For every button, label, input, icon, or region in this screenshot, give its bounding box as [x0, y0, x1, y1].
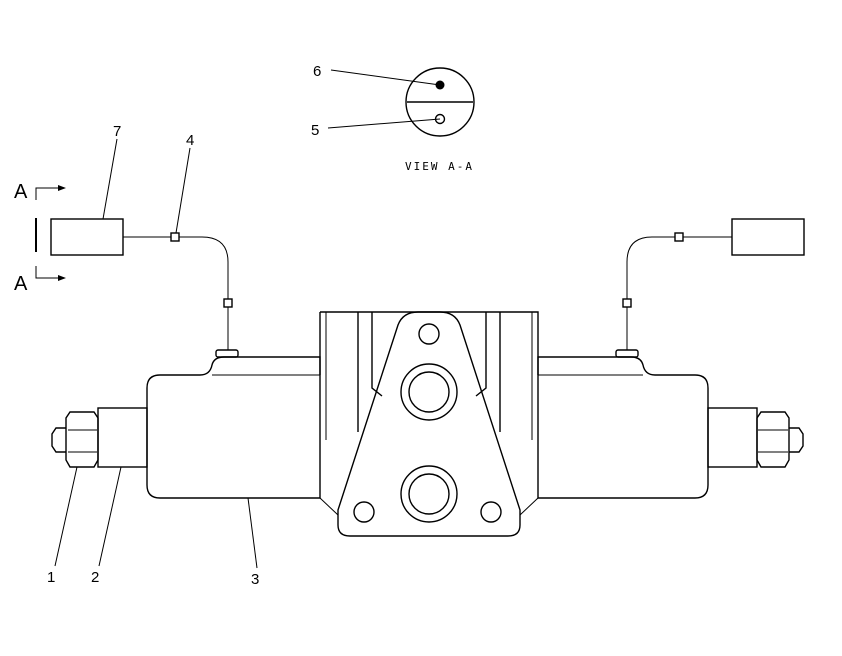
- right-wire-b: [626, 236, 675, 299]
- left-coil-housing: [146, 356, 321, 499]
- callout-5: 5: [311, 122, 319, 139]
- plate-fillet-left: [319, 497, 339, 516]
- callout-7: 7: [113, 123, 121, 140]
- upper-port-inner: [408, 371, 450, 413]
- callout-4: 4: [186, 132, 194, 149]
- left-mount-hole: [353, 501, 375, 523]
- section-arrow-top: [35, 187, 60, 200]
- leader-4: [175, 147, 191, 234]
- section-mark: A A: [14, 181, 66, 295]
- leader-6: [330, 69, 441, 86]
- right-mount-hole: [480, 501, 502, 523]
- callout-3: 3: [251, 571, 259, 588]
- right-wire-clip: [622, 298, 632, 308]
- valve-body: [319, 311, 539, 537]
- body-top-outline: [320, 311, 539, 375]
- left-connector-body: [50, 218, 124, 256]
- top-mount-hole: [418, 323, 440, 345]
- left-wire-clip: [223, 298, 233, 308]
- right-stud-tip: [789, 427, 804, 453]
- plate-fillet-right: [519, 497, 539, 516]
- callout-2: 2: [91, 569, 99, 586]
- recess-right-inner: [475, 312, 487, 397]
- upper-port-outer: [400, 363, 458, 421]
- leader-3: [247, 497, 258, 569]
- leader-5: [327, 118, 441, 129]
- left-connector-harness: [50, 218, 239, 358]
- left-splice: [170, 232, 180, 242]
- mounting-plate: [337, 311, 521, 537]
- recess-left-inner: [371, 312, 383, 397]
- lower-port-inner: [408, 473, 450, 515]
- section-letter-top: A: [14, 181, 28, 203]
- connector-face-circle: [405, 67, 475, 137]
- leader-7: [102, 138, 118, 220]
- callout-6: 6: [313, 63, 321, 80]
- right-connector-harness: [615, 218, 805, 358]
- left-hex-nut: [65, 411, 99, 468]
- left-wire-b: [179, 236, 229, 299]
- right-hex-nut: [756, 411, 790, 468]
- right-coil-housing: [537, 356, 709, 499]
- right-terminal: [615, 349, 639, 358]
- left-stud-tip: [51, 427, 66, 453]
- right-connector-body: [731, 218, 805, 256]
- leader-2: [98, 466, 122, 567]
- callouts: 1 2 3 4 7: [47, 123, 259, 588]
- right-solenoid: [537, 356, 804, 499]
- lower-port-outer: [400, 465, 458, 523]
- arrowhead-bottom: [58, 275, 66, 281]
- leader-1: [54, 466, 78, 567]
- arrowhead-top: [58, 185, 66, 191]
- view-label: VIEW A-A: [405, 160, 474, 173]
- left-solenoid: [51, 356, 321, 499]
- right-splice: [674, 232, 684, 242]
- section-letter-bottom: A: [14, 273, 28, 295]
- section-arrow-bottom: [35, 266, 60, 279]
- callout-1: 1: [47, 569, 55, 586]
- view-a-a: 6 5 VIEW A-A: [311, 63, 475, 173]
- right-coil-nut: [707, 407, 758, 468]
- left-coil-nut: [97, 407, 148, 468]
- left-terminal: [215, 349, 239, 358]
